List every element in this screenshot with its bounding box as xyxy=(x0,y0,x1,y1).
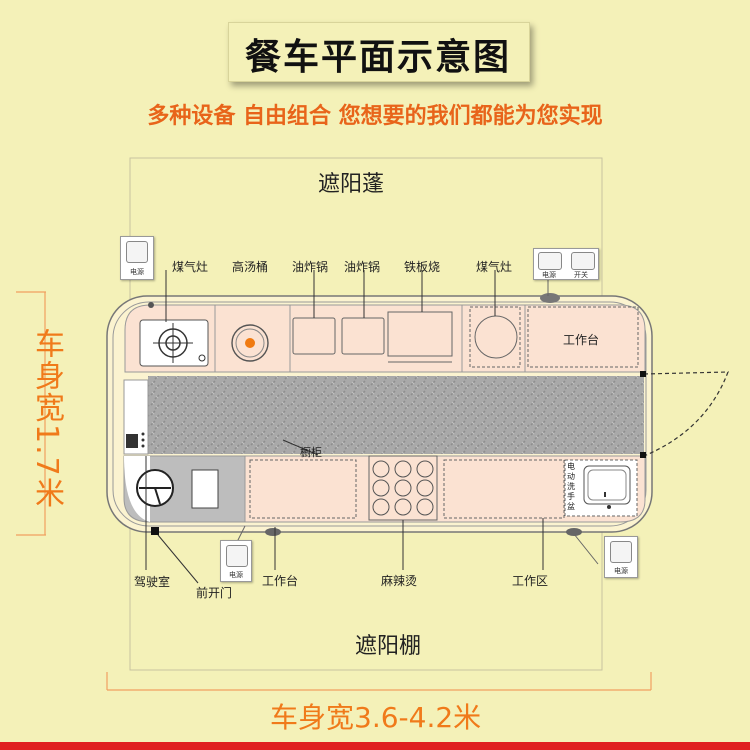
power-socket-bottom-left: 电源 xyxy=(220,540,252,582)
door-swing xyxy=(643,371,729,457)
fryer-2 xyxy=(341,317,385,355)
label-fryer-2: 油炸锅 xyxy=(344,260,381,274)
bottom-bar xyxy=(0,742,750,750)
fryer-1 xyxy=(292,317,336,355)
label-malatang: 麻辣烫 xyxy=(381,574,418,588)
label-soup-pot: 高汤桶 xyxy=(232,260,269,274)
work-area-slot xyxy=(443,459,565,519)
power-socket-top-left: 电源 xyxy=(120,236,154,280)
label-work-area: 工作区 xyxy=(512,574,549,588)
label-griddle: 铁板烧 xyxy=(404,260,441,274)
griddle xyxy=(387,311,453,357)
title-frame xyxy=(228,22,530,82)
power-socket-bottom-right: 电源 xyxy=(604,536,638,578)
label-front-door: 前开门 xyxy=(196,586,233,600)
aisle-floor xyxy=(148,376,644,454)
label-workbench-bottom: 工作台 xyxy=(262,574,299,588)
bottom-counter xyxy=(244,455,646,523)
label-workbench-top: 工作台 xyxy=(563,333,600,347)
label-awning-top: 遮阳蓬 xyxy=(318,172,385,197)
subtitle: 多种设备 自由组合 您想要的我们都能为您实现 xyxy=(147,104,603,129)
label-fryer-1: 油炸锅 xyxy=(292,260,329,274)
width-dimension: 车身宽1.7米 xyxy=(29,328,64,510)
label-awning-bottom: 遮阳棚 xyxy=(355,634,422,659)
label-cab: 驾驶室 xyxy=(134,575,171,589)
cabinet-slot xyxy=(249,459,357,519)
socket-icon xyxy=(226,545,248,567)
label-gas-stove-left: 煤气灶 xyxy=(172,260,209,274)
socket-icon xyxy=(126,241,148,263)
label-hand-sink: 电动洗手盆 xyxy=(567,462,575,511)
workbench-top xyxy=(527,306,639,368)
page-title: 餐车平面示意图 xyxy=(244,37,511,78)
power-switch-panel: 电源 开关 xyxy=(533,248,599,280)
label-cabinet: 橱柜 xyxy=(300,446,322,459)
switch-icon xyxy=(571,252,595,270)
driver-seat xyxy=(191,469,219,509)
socket-icon xyxy=(538,252,562,270)
label-gas-stove-right: 煤气灶 xyxy=(476,260,513,274)
length-dimension: 车身宽3.6-4.2米 xyxy=(270,701,482,734)
socket-icon xyxy=(610,541,632,563)
